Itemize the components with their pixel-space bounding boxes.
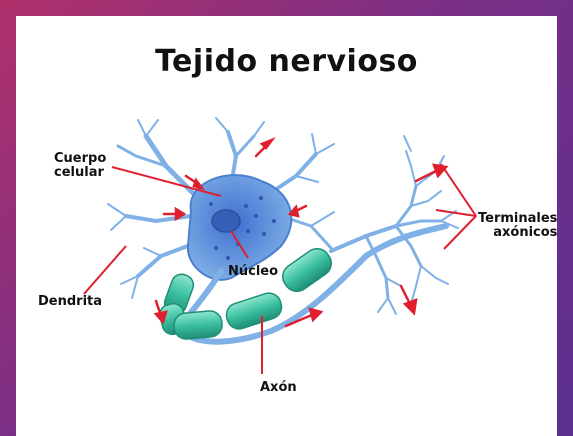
pointer-terminales-1 [441,164,476,216]
nucleus [212,210,240,232]
label-cuerpo-celular: Cuerpo celular [54,152,106,180]
slide-canvas: Tejido nervioso [16,16,557,436]
label-nucleo: Núcleo [228,265,278,279]
label-dendrita: Dendrita [38,295,102,309]
pointer-terminales-3 [444,216,476,249]
neuron-diagram [16,16,557,436]
pointer-dendrita [84,246,126,294]
label-axon: Axón [260,381,297,395]
pointer-cuerpo-celular [112,167,221,196]
label-terminales-axonicos: Terminales axónicos [478,212,557,240]
